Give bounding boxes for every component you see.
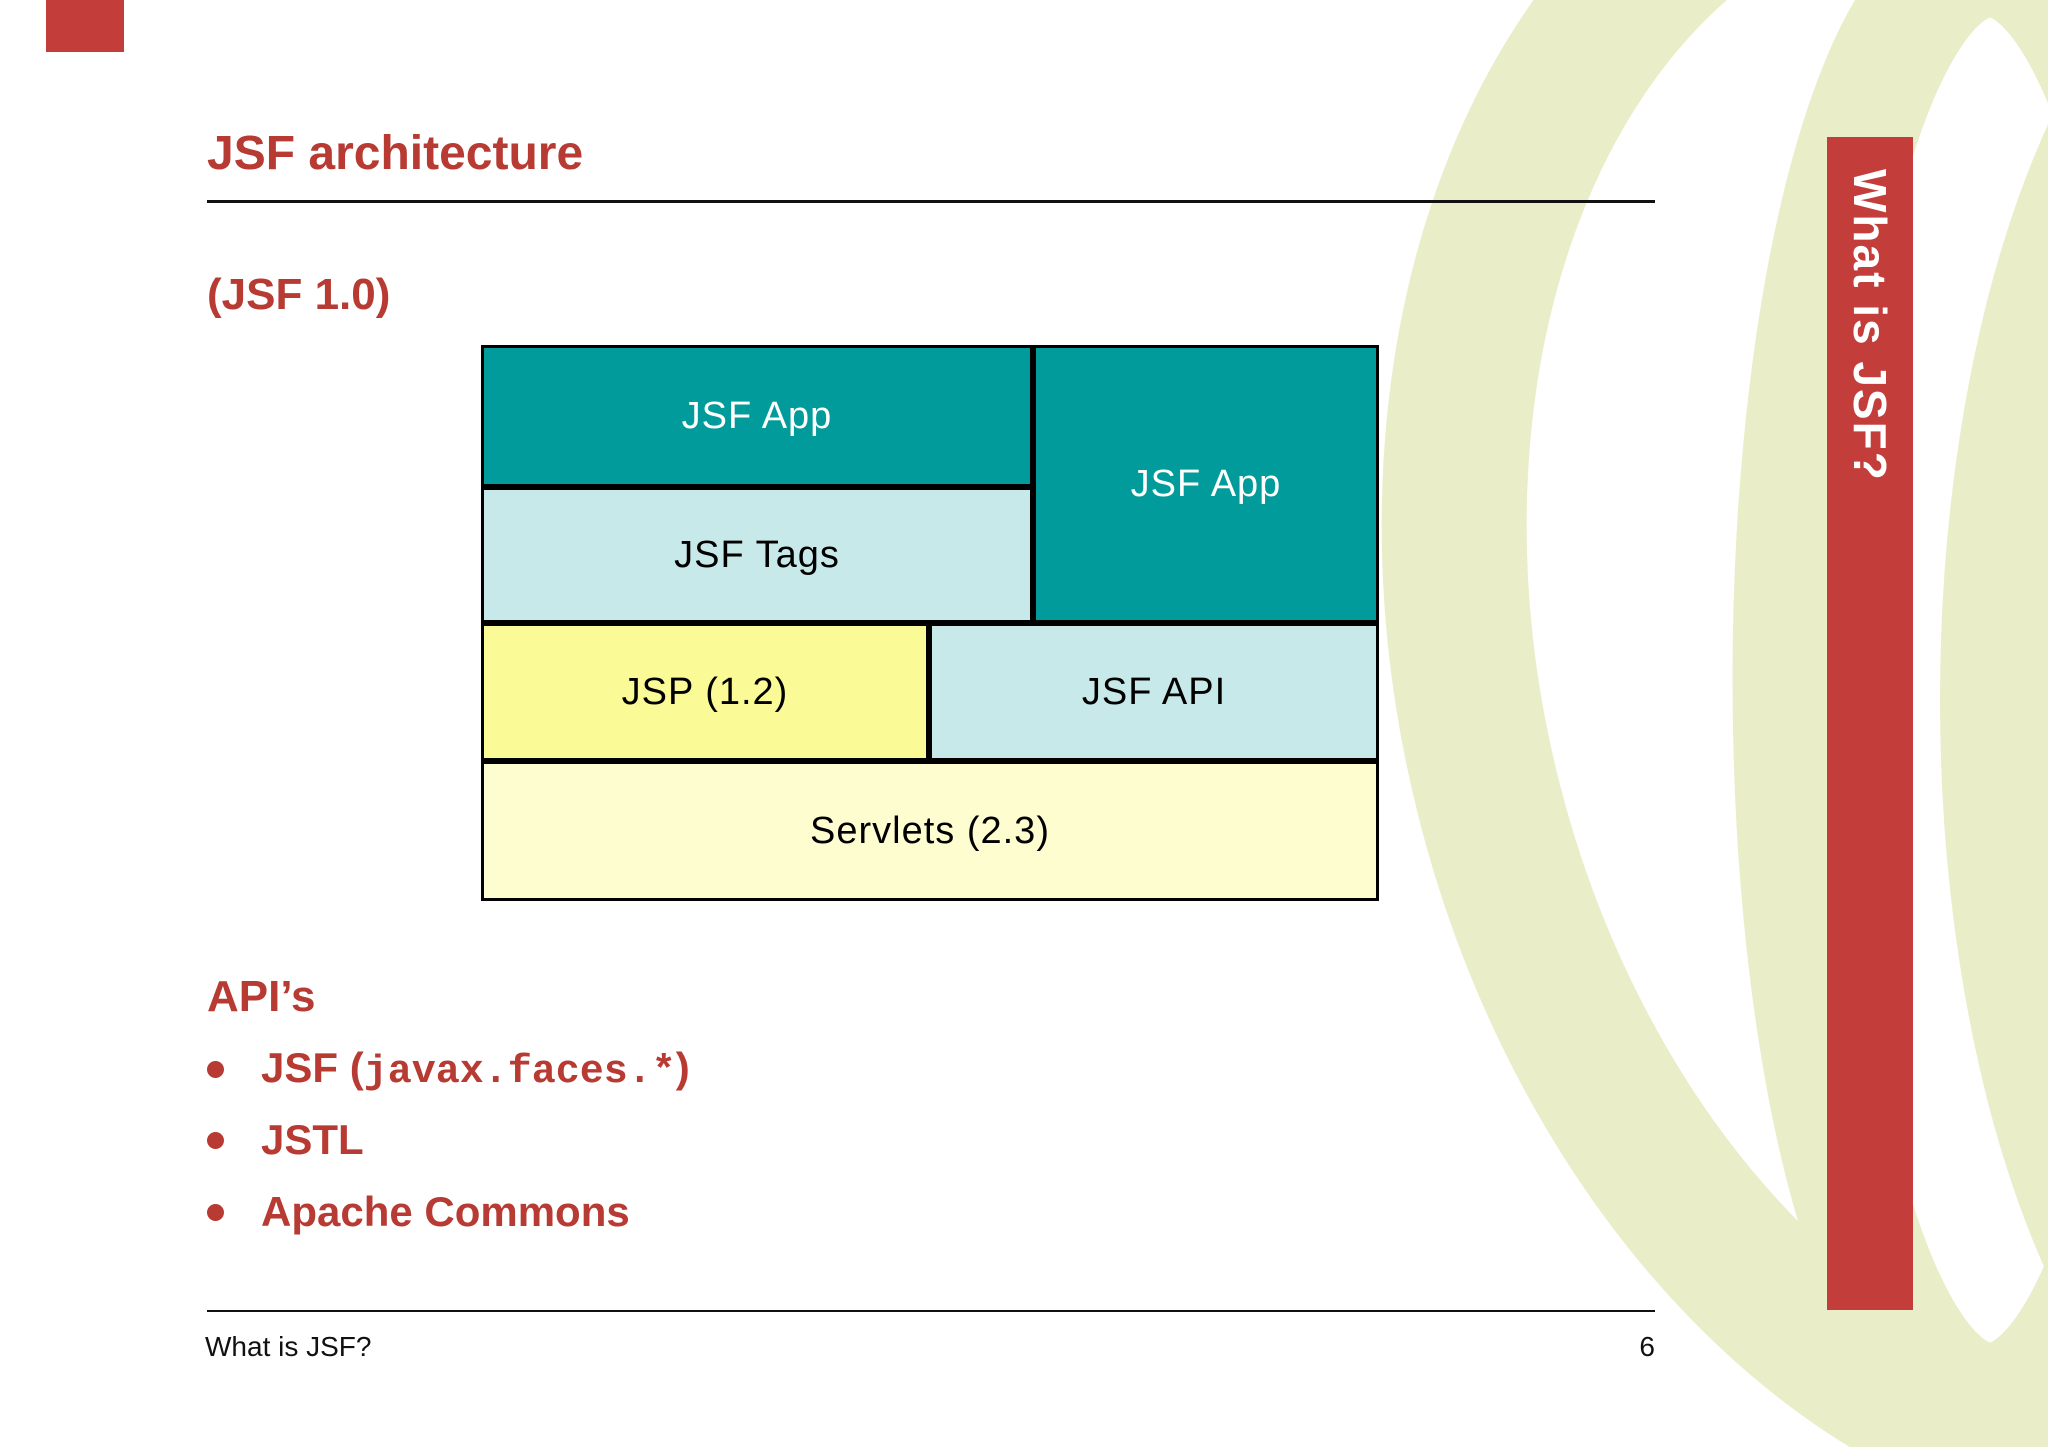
bullet-icon <box>207 1131 224 1149</box>
list-item: Apache Commons <box>207 1188 630 1236</box>
bullet-icon <box>207 1203 224 1221</box>
footer-slide-title: What is JSF? <box>205 1331 372 1362</box>
corner-accent-block <box>46 0 124 52</box>
architecture-diagram: JSF App JSF App JSF Tags JSP (1.2) JSF A… <box>481 345 1379 901</box>
list-item: JSTL <box>207 1116 364 1164</box>
diagram-box-label: JSF Tags <box>674 533 840 576</box>
diagram-box-label: JSF App <box>1130 462 1282 505</box>
bullet-text-suffix: ) <box>675 1044 690 1091</box>
bullet-text: Apache Commons <box>261 1188 630 1235</box>
sidebar-banner-label: What is JSF? <box>1844 169 1896 482</box>
sidebar-banner: What is JSF? <box>1827 137 1913 1310</box>
diagram-box-jsf-tags: JSF Tags <box>484 490 1030 620</box>
subtitle: (JSF 1.0) <box>207 270 391 319</box>
diagram-box-label: JSF App <box>681 394 833 437</box>
bullet-text: JSTL <box>261 1116 364 1163</box>
swirl-inner-arc <box>1732 0 2048 1447</box>
diagram-box-jsf-app-right: JSF App <box>1036 348 1376 620</box>
diagram-box-jsp: JSP (1.2) <box>484 626 926 758</box>
title-divider <box>207 200 1655 203</box>
swirl-outer-arc <box>1381 0 2048 1447</box>
bullet-code-text: javax.faces.* <box>363 1050 676 1095</box>
list-item: JSF ( javax.faces.* ) <box>207 1044 690 1095</box>
diagram-box-label: JSP (1.2) <box>621 670 789 713</box>
diagram-box-jsf-app-left: JSF App <box>484 348 1030 484</box>
diagram-box-label: JSF API <box>1081 670 1227 713</box>
diagram-box-servlets: Servlets (2.3) <box>484 764 1376 898</box>
bullet-icon <box>207 1061 224 1078</box>
footer-divider <box>207 1310 1655 1312</box>
diagram-box-jsf-api: JSF API <box>932 626 1376 758</box>
diagram-box-label: Servlets (2.3) <box>810 809 1050 852</box>
apis-heading: API’s <box>207 972 316 1021</box>
swirl-right-arc <box>1940 125 2048 1275</box>
footer-page-number: 6 <box>1639 1331 1655 1362</box>
bullet-text: JSF ( <box>261 1044 364 1091</box>
page-title: JSF architecture <box>207 127 584 180</box>
